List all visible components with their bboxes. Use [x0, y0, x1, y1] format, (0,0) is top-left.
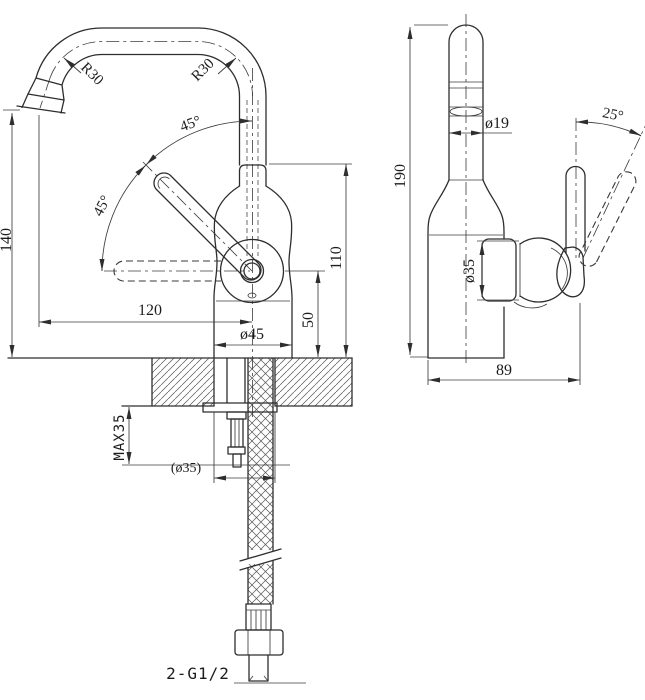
label-110: 110 — [328, 246, 345, 269]
hub-inner-ring — [243, 262, 261, 280]
label-thread: 2-G1/2 — [166, 664, 230, 683]
stud-collar — [226, 411, 247, 420]
side-body-right-edge — [482, 179, 505, 359]
body-front — [213, 164, 293, 359]
front-view: R30 R30 45° 45° 140 120 110 50 ø45 MAX35… — [0, 27, 353, 684]
label-120: 120 — [138, 302, 162, 319]
hub-outer-ring — [239, 258, 265, 284]
label-dia19: ø19 — [485, 115, 509, 132]
lever-45deg — [153, 172, 262, 281]
ext-190 — [410, 24, 448, 358]
set-screw-hole — [247, 292, 257, 299]
nozzle-end-face — [16, 105, 66, 114]
body-side — [427, 179, 505, 359]
side-view: 190 ø19 25° ø35 89 — [392, 14, 645, 385]
hose-nipple — [248, 654, 269, 682]
swing-arc-arrow-mid-b — [135, 165, 146, 176]
spout-outer-edge — [21, 27, 267, 166]
hose-break-symbol — [239, 548, 282, 571]
side-dimensions — [407, 24, 581, 385]
label-89: 89 — [496, 362, 512, 379]
handle-45-centerline — [142, 161, 253, 272]
ball-cap — [481, 238, 517, 302]
lever-tilted-phantom — [578, 171, 637, 267]
ferrule-crimp-lines — [246, 609, 271, 630]
hex-nut-facets — [247, 630, 271, 655]
ball-sphere — [519, 237, 572, 303]
nozzle-centerline — [39, 77, 51, 109]
tilt-arc-group — [575, 119, 642, 137]
label-140: 140 — [0, 228, 15, 252]
side-phantom-centerline — [582, 125, 645, 259]
nipple-thread-ticks — [248, 675, 269, 682]
mounting-parts — [202, 357, 278, 468]
centerlines-front — [39, 41, 253, 418]
label-dia45: ø45 — [240, 326, 264, 343]
deck-hole-edges — [151, 357, 353, 407]
spout-collar-lines — [449, 81, 483, 89]
lever-vertical — [565, 165, 586, 254]
spout-outline — [16, 27, 267, 166]
side-body-left-edge — [427, 179, 450, 359]
deck-hatch-left — [152, 358, 214, 406]
front-dimensions — [3, 109, 352, 483]
r30-left-leader — [63, 57, 82, 74]
aerator-ellipse — [449, 106, 483, 117]
hose-ferrule — [245, 603, 272, 631]
cartridge-cap — [238, 164, 267, 187]
deck-hatch — [152, 358, 352, 406]
spout-column-outline — [448, 24, 484, 181]
ext-dia35 — [477, 240, 519, 301]
tilt-arc-arrow-right — [628, 128, 642, 136]
r30-right-leader — [217, 57, 237, 75]
swing-arc — [101, 120, 253, 272]
label-r30-right: R30 — [189, 56, 218, 85]
label-angle25: 25° — [601, 105, 625, 125]
label-dia35: ø35 — [461, 259, 478, 283]
label-r30-left: R30 — [77, 60, 106, 89]
spout-centerline — [49, 41, 253, 97]
label-190: 190 — [392, 164, 409, 188]
ext-hole35 — [213, 412, 276, 483]
ball-joint — [481, 165, 637, 309]
spout-side — [448, 24, 484, 181]
supply-hose — [234, 357, 306, 684]
swing-arc-arrow-mid-a — [146, 154, 157, 165]
label-50: 50 — [300, 312, 317, 328]
lever-horizontal-phantom — [113, 260, 221, 282]
cartridge-hidden-lines — [246, 100, 259, 256]
label-angle45-upper: 45° — [178, 113, 203, 135]
hose-lower-edges — [247, 560, 274, 605]
stud-shaft — [230, 418, 244, 448]
stud-nut — [227, 446, 246, 455]
label-angle45-lower: 45° — [90, 193, 114, 219]
body-right-edge — [265, 185, 293, 359]
hose-hex-nut — [234, 629, 284, 656]
deck — [7, 357, 353, 407]
hose-braid-upper — [248, 358, 273, 550]
hose-braid-lower — [248, 564, 273, 604]
deck-hatch-right — [275, 358, 352, 406]
hose-upper-edges — [247, 357, 274, 559]
nozzle-joint-lines — [27, 77, 65, 101]
ext-89 — [427, 303, 581, 385]
handle-front — [113, 172, 285, 304]
stud-tip — [232, 453, 242, 468]
body-left-edge — [213, 185, 241, 359]
escutcheon-circle — [219, 238, 285, 304]
spout-inner-edge — [60, 53, 241, 166]
ball-detail-arc — [550, 247, 568, 290]
label-hole-dia: (ø35) — [171, 461, 202, 476]
stud-thread-lines — [234, 419, 240, 447]
ball-lower-arc — [513, 301, 548, 309]
lever-tip-detail — [157, 176, 170, 189]
tilt-arc — [575, 121, 642, 137]
swing-arc-group — [99, 118, 253, 272]
label-max35: MAX35 — [112, 413, 128, 460]
shank-tube — [226, 357, 246, 404]
